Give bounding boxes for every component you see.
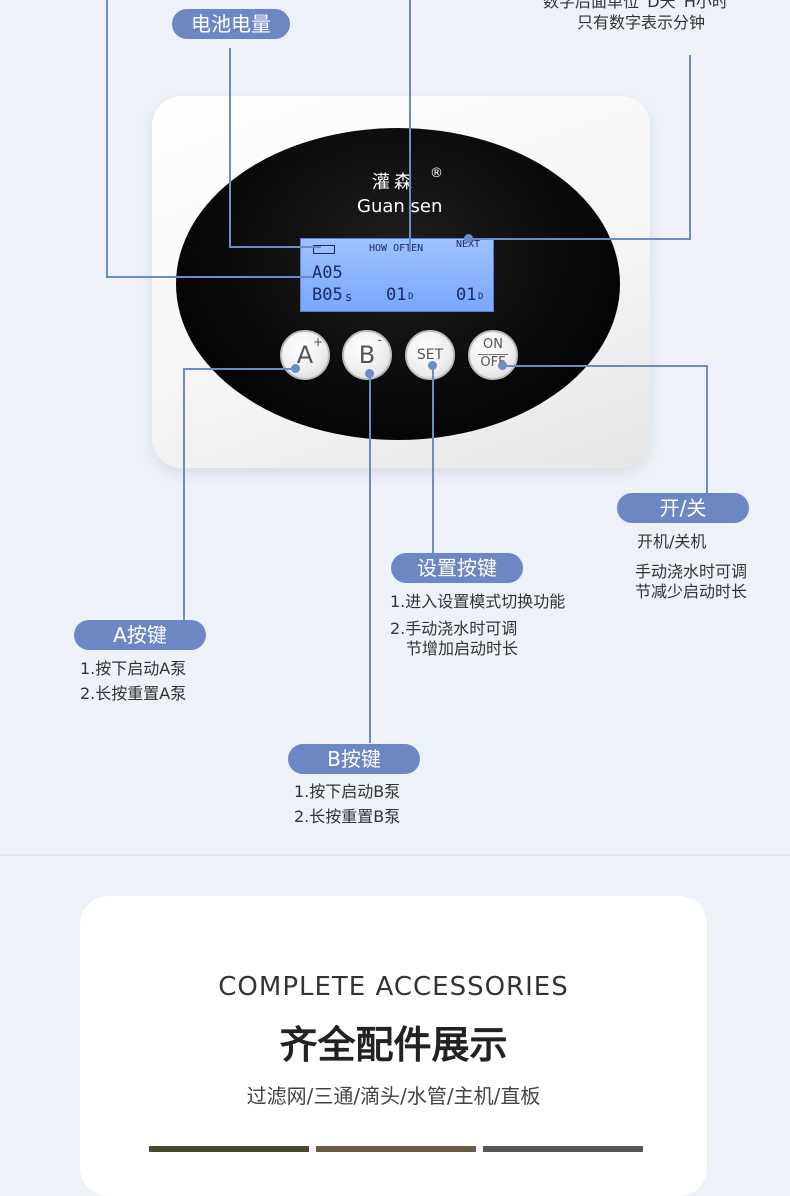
connector-onoff-v xyxy=(706,365,708,493)
connector-next-h xyxy=(468,238,691,240)
lcd-next: NEXT xyxy=(456,239,481,250)
connector-set-dot xyxy=(428,361,437,370)
a-key-label: A按键 xyxy=(74,620,206,650)
onoff-line2: 手动浇水时可调 xyxy=(635,562,748,581)
section-divider xyxy=(0,854,790,856)
brand-logo-en: Guan sen xyxy=(357,196,443,217)
onoff-line1: 开机/关机 xyxy=(637,532,707,551)
onoff-line3: 节减少启动时长 xyxy=(635,582,748,601)
accessories-title-en: COMPLETE ACCESSORIES xyxy=(218,972,569,1002)
set-line2b: 节增加启动时长 xyxy=(406,639,519,658)
connector-battery-v xyxy=(229,48,231,248)
lcd-row2-unit: s xyxy=(345,290,353,304)
connector-b-v xyxy=(369,373,371,743)
lcd-row1: A05 xyxy=(312,263,343,283)
b-key-line1: 1.按下启动B泵 xyxy=(294,782,401,801)
connector-a-v xyxy=(183,368,185,620)
accessory-photo-3 xyxy=(483,1146,643,1152)
lcd-row2-label: B05 xyxy=(312,285,343,305)
connector-row1-v xyxy=(106,0,108,278)
a-button-label: A xyxy=(296,341,314,369)
top-note-partial: 数字后面单位“D天“H小时 xyxy=(543,0,728,11)
connector-set-v xyxy=(432,365,434,553)
registered-mark: ® xyxy=(430,166,443,181)
set-line2a: 2.手动浇水时可调 xyxy=(390,619,518,638)
b-button-label: B xyxy=(358,341,376,369)
connector-a-h xyxy=(183,368,300,370)
connector-howoften-v xyxy=(409,0,411,252)
b-key-line2: 2.长按重置B泵 xyxy=(294,807,401,826)
accessory-photo-1 xyxy=(149,1146,309,1152)
battery-label: 电池电量 xyxy=(172,9,290,39)
connector-row1-h xyxy=(106,276,312,278)
connector-battery-h xyxy=(229,246,321,248)
b-button-minus: - xyxy=(377,333,382,347)
connector-a-dot xyxy=(291,364,300,373)
lcd-val2-unit: D xyxy=(478,292,484,302)
lcd-how-often: HOW OFTEN xyxy=(369,243,424,254)
a-button-plus: + xyxy=(312,335,323,349)
onoff-on-label: ON xyxy=(483,337,503,352)
onoff-label: 开/关 xyxy=(617,493,749,523)
set-button-label: SET xyxy=(416,347,444,363)
b-button[interactable]: B - xyxy=(342,330,392,380)
accessories-subtitle: 过滤网/三通/滴头/水管/主机/直板 xyxy=(246,1084,541,1108)
connector-next-v xyxy=(689,55,691,240)
connector-onoff-dot xyxy=(498,361,507,370)
brand-logo-cn: 灌森 xyxy=(372,172,416,193)
lcd-val1: 01 xyxy=(386,285,407,305)
set-button[interactable]: SET xyxy=(405,330,455,380)
lcd-display: HOW OFTEN NEXT A05 B05 s 01 D 01 D xyxy=(300,238,494,312)
connector-onoff-h xyxy=(503,365,708,367)
set-line1: 1.进入设置模式切换功能 xyxy=(390,592,566,611)
a-button[interactable]: A + xyxy=(280,330,330,380)
a-key-line1: 1.按下启动A泵 xyxy=(80,659,187,678)
a-key-line2: 2.长按重置A泵 xyxy=(80,684,187,703)
accessory-photo-2 xyxy=(316,1146,476,1152)
lcd-val2: 01 xyxy=(456,285,477,305)
lcd-val1-unit: D xyxy=(408,292,414,302)
battery-icon xyxy=(313,245,335,254)
accessories-title-cn: 齐全配件展示 xyxy=(279,1023,508,1067)
connector-b-dot xyxy=(365,369,374,378)
onoff-button[interactable]: ON OFF xyxy=(468,330,518,380)
top-note-line2: 只有数字表示分钟 xyxy=(577,13,706,32)
connector-next-dot xyxy=(464,234,473,243)
set-label: 设置按键 xyxy=(391,553,523,583)
b-key-label: B按键 xyxy=(288,744,420,774)
